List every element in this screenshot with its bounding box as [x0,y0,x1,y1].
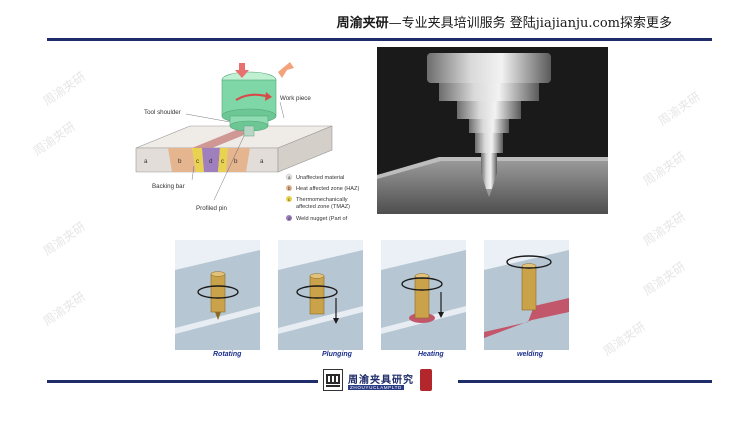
watermark: 周渝夹研 [640,209,688,249]
section-letter: b [234,158,238,165]
watermark: 周渝夹研 [40,219,88,259]
watermark: 周渝夹研 [40,289,88,329]
step-heating-image [381,240,466,350]
section-letter: d [209,158,213,165]
section-letter: b [178,158,182,165]
watermark: 周渝夹研 [640,149,688,189]
watermark: 周渝夹研 [640,259,688,299]
legend-item: Thermomechanically [296,197,348,203]
step-welding-image [484,240,569,350]
step-plunging-image [278,240,363,350]
zone-legend: a Unaffected material b Heat affected zo… [285,173,359,222]
legend-item: Heat affected zone (HAZ) [296,186,359,192]
watermark: 周渝夹研 [30,119,78,159]
logo-emblem-icon [323,369,343,391]
legend-item-line2: affected zone (TMAZ) [296,204,350,210]
footer-logo-text: 周渝夹具研究 [348,375,414,386]
section-letter: c [196,158,199,165]
footer-logo-sub: ZHOUYUCLAMPLTD [348,385,404,390]
label-backing-bar: Backing bar [152,183,185,190]
header-dash: — [388,16,402,31]
header-rule [47,38,712,41]
step-label-rotating: Rotating [213,351,242,358]
seal-stamp-icon [420,369,432,391]
step-label-welding: welding [517,351,544,358]
machine-photo [377,47,608,214]
machine-photo-svg [377,47,608,214]
fsw-schematic: a b c d c b a Tool shoulder Work piece B… [132,48,364,232]
label-profiled-pin: Profiled pin [196,205,228,212]
section-letter: c [221,158,224,165]
header-brand: 周渝夹研 [336,16,389,31]
legend-item: Unaffected material [296,175,344,181]
legend-key: d [288,216,291,221]
header-tagline: 专业夹具培训服务 登陆jiajianju.com探索更多 [401,16,672,31]
step-label-heating: Heating [418,351,444,358]
header-title: 周渝夹研—专业夹具培训服务 登陆jiajianju.com探索更多 [337,12,672,31]
legend-item: Weld nugget (Part of [296,216,348,222]
step-rotating-image [175,240,260,350]
legend-key: b [288,186,291,191]
label-work-piece: Work piece [280,95,311,102]
fsw-schematic-svg: a b c d c b a Tool shoulder Work piece B… [135,62,359,222]
legend-key: a [288,175,291,180]
watermark: 周渝夹研 [655,89,703,129]
step-label-plunging: Plunging [322,351,352,358]
section-letter: a [260,158,264,165]
watermark: 周渝夹研 [40,69,88,109]
section-letter: a [144,158,148,165]
watermark: 周渝夹研 [600,319,648,359]
label-tool-shoulder: Tool shoulder [144,109,181,116]
legend-key: c [288,197,291,202]
